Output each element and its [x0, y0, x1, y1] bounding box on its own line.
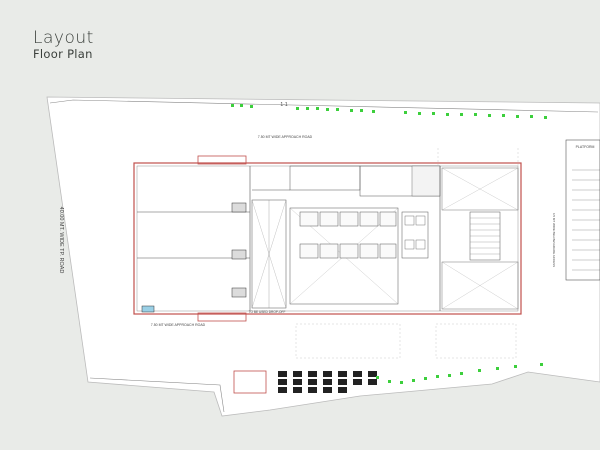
heading: Layout Floor Plan: [33, 28, 94, 62]
drop-off-label: TO BE USED DROP-OFF: [249, 310, 286, 314]
road-label: 40.00 MT. WIDE TP. ROAD: [58, 207, 64, 274]
right-note: 4.5 MT WIDE BELOW-GRADE ACCESS: [552, 213, 556, 267]
platform-label: PLATFORM: [576, 145, 595, 149]
entrance-top: [197, 155, 247, 165]
outdoor-zone-left: [295, 323, 401, 359]
trees-bottom: [376, 363, 543, 384]
approach-road-bottom: 7.50 MT WIDE APPROACH ROAD: [151, 323, 206, 327]
parking-bays: [278, 371, 377, 393]
section-mark: 1-1: [280, 102, 287, 108]
platform-block: [565, 139, 600, 281]
cabins-top: [299, 211, 397, 227]
approach-road-top: 7.50 MT WIDE APPROACH ROAD: [258, 135, 313, 139]
page-title: Layout: [33, 28, 94, 48]
site-boundary: [49, 99, 599, 113]
cabins-bottom: [299, 243, 397, 259]
service-block: [233, 370, 267, 394]
central-hall: [289, 207, 399, 305]
outdoor-zone-right: [435, 323, 517, 359]
lift-core: [401, 211, 429, 259]
entrance-bottom: [197, 312, 247, 322]
trees-top: [231, 104, 547, 119]
page-subtitle: Floor Plan: [33, 47, 93, 61]
building-outline: [133, 162, 522, 315]
